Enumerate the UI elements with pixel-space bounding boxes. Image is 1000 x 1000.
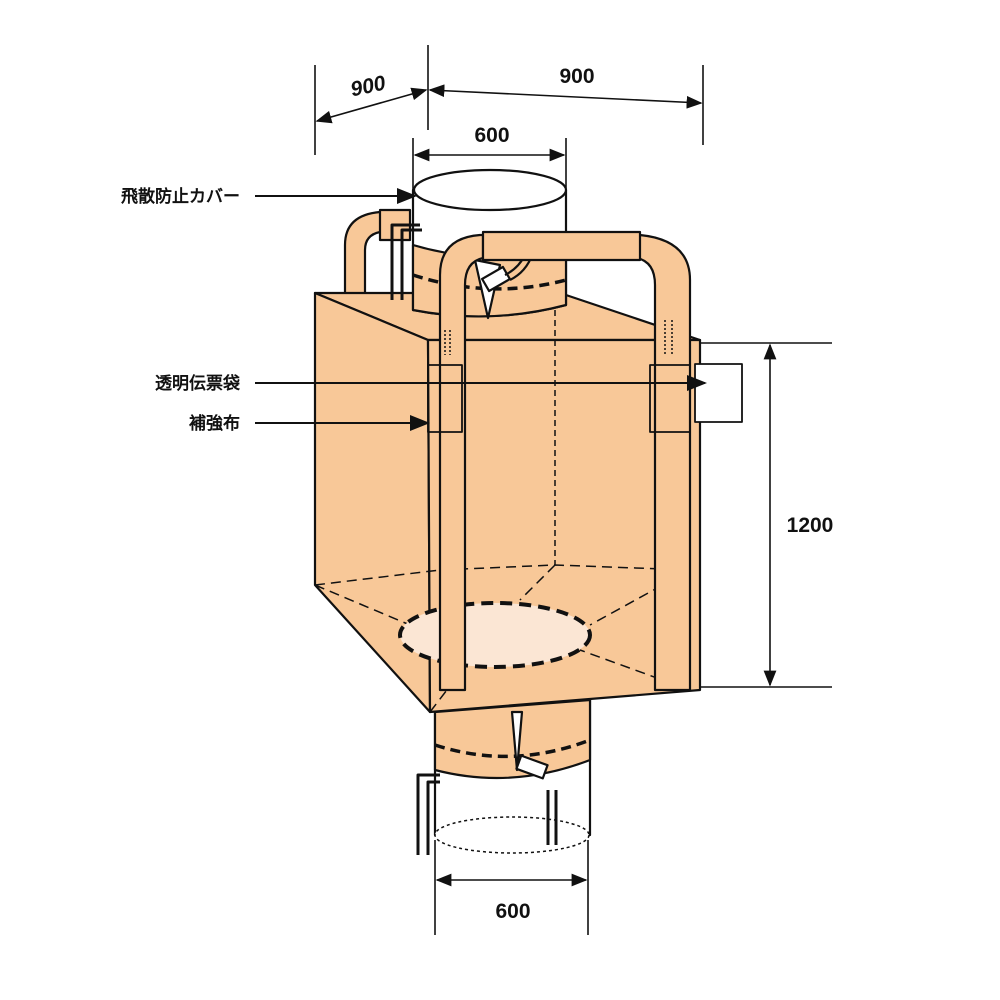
bottom-spout-band xyxy=(433,698,592,780)
dim-depth: 900 xyxy=(349,72,388,102)
bottom-spout-opening xyxy=(434,816,590,854)
dim-width: 900 xyxy=(559,65,594,88)
dim-top-spout: 600 xyxy=(474,124,509,147)
document-pocket xyxy=(694,363,743,423)
label-document-pocket: 透明伝票袋 xyxy=(155,373,241,394)
label-dust-cover: 飛散防止カバー xyxy=(120,186,240,207)
discharge-opening xyxy=(398,601,592,669)
reinforcement-patch-right xyxy=(649,364,691,433)
label-reinforcement: 補強布 xyxy=(188,413,240,434)
reinforcement-patch-left xyxy=(427,364,463,433)
dim-bottom-spout: 600 xyxy=(495,900,530,923)
dim-height: 1200 xyxy=(787,514,834,537)
loop-connector-sleeve xyxy=(481,230,642,262)
top-spout-opening xyxy=(412,168,568,212)
